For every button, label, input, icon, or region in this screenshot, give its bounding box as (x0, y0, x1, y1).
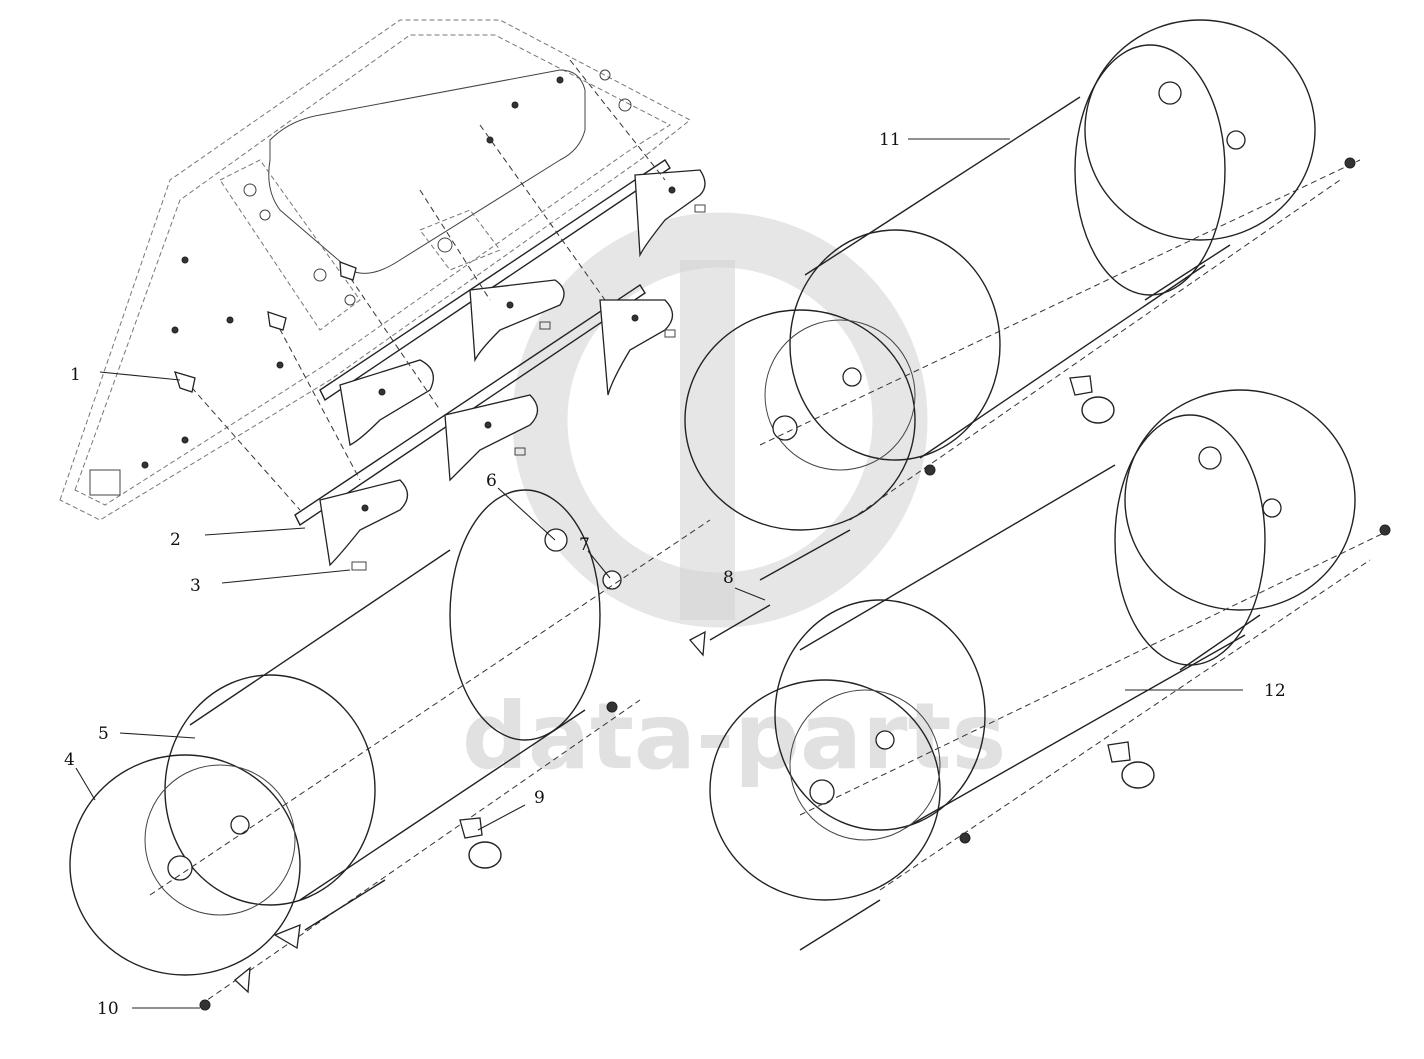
mounting-bolts (174, 59, 666, 511)
watermark: data-parts (462, 212, 1006, 790)
air-tank-12 (709, 389, 1391, 951)
callout-4: 4 (64, 750, 75, 770)
callout-7: 7 (579, 535, 590, 555)
bracket-assembly (294, 159, 706, 571)
callout-11: 11 (879, 130, 901, 150)
callout-5: 5 (98, 724, 109, 744)
callout-6: 6 (486, 471, 497, 491)
callouts: 1 2 3 4 5 6 7 8 9 10 11 12 (64, 130, 1286, 1019)
chassis-frame (59, 19, 691, 521)
callout-8: 8 (723, 568, 734, 588)
callout-9: 9 (534, 788, 545, 808)
air-tank-5 (69, 489, 771, 1011)
watermark-text: data-parts (462, 683, 1006, 790)
callout-10: 10 (97, 999, 119, 1019)
callout-2: 2 (170, 530, 181, 550)
callout-3: 3 (190, 576, 201, 596)
air-tank-11 (684, 19, 1361, 581)
callout-12: 12 (1264, 681, 1286, 701)
callout-1: 1 (70, 365, 81, 385)
